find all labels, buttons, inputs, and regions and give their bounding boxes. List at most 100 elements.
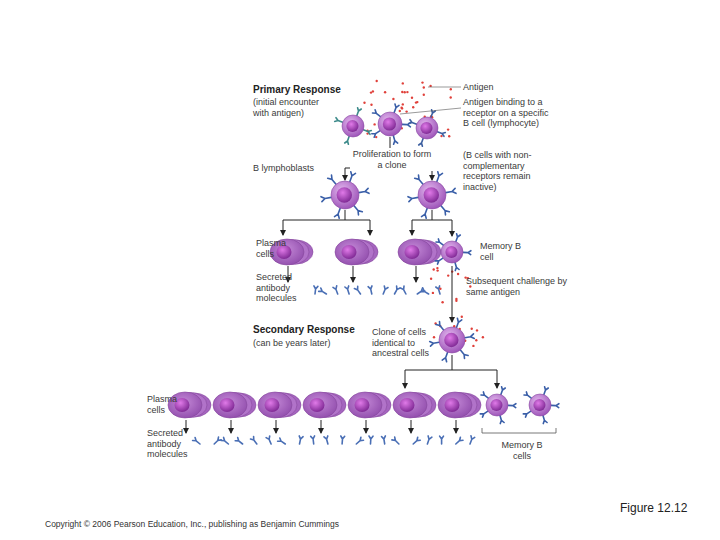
receptor (408, 197, 418, 202)
receptor (508, 404, 516, 408)
antigen-dot (412, 106, 414, 108)
leader-line (400, 108, 461, 114)
receptor (335, 208, 341, 218)
antibody (319, 288, 327, 294)
antigen-dot (471, 328, 473, 330)
antibody (251, 437, 257, 445)
antibody (401, 286, 406, 294)
label: Antigen (463, 82, 523, 93)
nucleus (424, 187, 439, 202)
antigen-dot (423, 86, 425, 88)
receptor (372, 131, 380, 138)
label: Plasma cells (256, 238, 292, 259)
flow-line (412, 220, 452, 221)
nucleus (342, 245, 357, 259)
antibody (369, 436, 373, 444)
antibody (354, 286, 360, 294)
flow-line (452, 355, 453, 370)
antibody (456, 437, 463, 444)
flow-line (345, 210, 346, 220)
receptor (345, 136, 350, 144)
nucleus (405, 245, 420, 259)
antigen-dot (423, 94, 425, 96)
cell-body (378, 112, 402, 136)
receptor (363, 130, 371, 135)
cell-body (342, 115, 364, 137)
antigen-dot (439, 288, 441, 290)
antigen-dot (373, 123, 375, 125)
antigen-dot (475, 339, 477, 341)
b-cell (335, 108, 372, 145)
antigen-dot (432, 292, 434, 294)
antibody (324, 436, 328, 444)
receptor (436, 322, 444, 331)
plasma-cell (438, 392, 481, 418)
antigen-dot (402, 103, 404, 105)
label: Secreted antibody molecules (256, 272, 306, 304)
cell-body (441, 241, 463, 263)
receptor (430, 342, 440, 347)
receptor (435, 258, 443, 264)
antibody (368, 286, 372, 294)
flow-line (405, 370, 497, 371)
antibody (427, 436, 432, 444)
plasma-layer (348, 392, 382, 418)
label: Memory B cell (480, 241, 524, 262)
receptor (480, 411, 488, 417)
flow-arrow (321, 420, 322, 433)
antigen-dot (401, 91, 403, 93)
plasma-layer (303, 392, 337, 418)
receptor (500, 416, 504, 424)
plasma-layer (393, 392, 427, 418)
nucleus (444, 333, 458, 347)
nucleus (346, 120, 358, 132)
flow-arrow (412, 220, 413, 235)
antigen-dot (392, 98, 394, 100)
antibody (395, 286, 401, 294)
receptor (373, 110, 381, 117)
label: (initial encounter with antigen) (253, 97, 335, 118)
receptor (456, 234, 461, 242)
leader-line (428, 87, 461, 88)
antigen-dot (448, 135, 450, 137)
flow-arrow (456, 420, 457, 433)
nucleus (355, 398, 370, 412)
antigen-dot (455, 300, 457, 302)
flow-arrow (353, 266, 354, 282)
nucleus (445, 398, 460, 412)
antibody (266, 436, 271, 444)
antigen-dot (472, 345, 474, 347)
label: Antigen binding to a receptor on a speci… (463, 97, 555, 129)
label: Clone of cells identical to ancestral ce… (372, 327, 448, 359)
figure-caption: Figure 12.12 (620, 503, 710, 514)
label: Secreted antibody molecules (147, 428, 197, 460)
nucleus (220, 398, 235, 412)
antigen-dot (476, 329, 478, 331)
antigen-dot (406, 91, 408, 93)
nucleus (265, 398, 280, 412)
receptor (328, 175, 336, 184)
antibody (413, 437, 420, 444)
antigen-dot (436, 267, 438, 269)
antigen-dot (400, 107, 402, 109)
cell-body (416, 117, 438, 139)
receptor (359, 188, 369, 193)
antigen-dot (404, 91, 406, 93)
nucleus (310, 398, 325, 412)
label: Secondary Response (253, 325, 373, 336)
antigen-dot (399, 110, 401, 112)
plasma-cell (393, 392, 436, 418)
antibody (345, 286, 349, 294)
flow-line (432, 210, 433, 220)
receptor (465, 334, 475, 339)
antibody (193, 438, 200, 445)
receptor (335, 118, 343, 123)
receptor (524, 392, 531, 398)
flow-arrow (452, 266, 453, 322)
receptor (394, 104, 399, 113)
antigen-dot (421, 81, 423, 83)
bracket (482, 428, 556, 433)
label: (B cells with non-complementary receptor… (463, 150, 563, 192)
plasma-layer (213, 392, 247, 418)
